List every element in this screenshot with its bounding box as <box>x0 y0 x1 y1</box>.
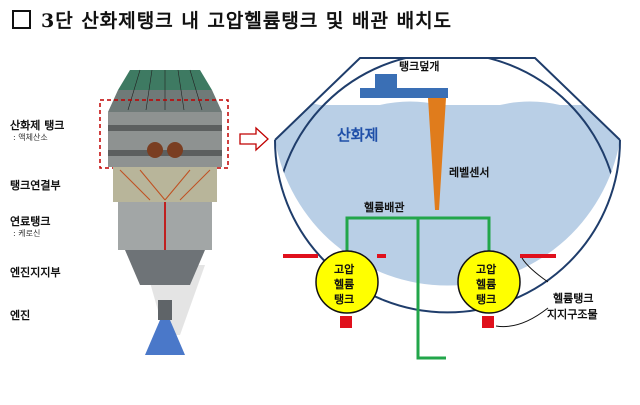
page-title: 3단 산화제탱크 내 고압헬륨탱크 및 배관 배치도 <box>12 6 452 33</box>
tank-component <box>147 142 163 158</box>
tank-lid-cap <box>375 74 397 90</box>
label-support-line1: 헬륨탱크 <box>553 291 593 305</box>
label-oxidizer-tank-sub: : 액체산소 <box>13 133 48 142</box>
support-foot-left <box>340 316 352 328</box>
helium-tank-left-line1: 고압 <box>334 263 354 276</box>
helium-pipe <box>345 216 491 360</box>
arrow-right-icon <box>239 126 269 152</box>
label-tank-connector: 탱크연결부 <box>10 179 61 192</box>
helium-tank-left-line3: 탱크 <box>334 292 354 306</box>
level-sensor <box>428 98 446 210</box>
label-tank-lid: 탱크덮개 <box>399 59 439 73</box>
checkbox-icon <box>12 10 31 29</box>
helium-tank-right-line1: 고압 <box>476 263 496 276</box>
label-oxidizer-tank: 산화제 탱크 <box>10 119 65 132</box>
oxidizer-tank-body <box>108 112 222 167</box>
tank-connector-section <box>113 167 217 202</box>
engine-nozzle <box>145 320 185 355</box>
label-fuel-tank-sub: : 케로신 <box>13 229 41 238</box>
tank-component <box>167 142 183 158</box>
top-ribs <box>127 69 203 111</box>
label-engine-support: 엔진지지부 <box>10 266 61 279</box>
helium-tank-left <box>315 250 379 314</box>
tank-lid <box>360 88 448 98</box>
label-fuel-tank: 연료탱크 <box>10 215 51 228</box>
title-text: 3단 산화제탱크 내 고압헬륨탱크 및 배관 배치도 <box>41 10 453 32</box>
tank-cone-outline <box>274 57 621 141</box>
helium-tank-right <box>457 250 521 314</box>
helium-tank-right-line2: 헬륨 <box>476 277 496 291</box>
support-foot-right <box>482 316 494 328</box>
callout-lines <box>495 257 549 328</box>
label-oxidizer: 산화제 <box>337 126 378 144</box>
label-helium-pipe: 헬륨배관 <box>364 200 404 214</box>
label-support-line2: 지지구조물 <box>547 307 598 321</box>
label-level-sensor: 레벨센서 <box>449 165 489 179</box>
label-engine: 엔진 <box>10 309 31 322</box>
helium-tank-right-line3: 탱크 <box>476 292 496 306</box>
helium-tank-left-line2: 헬륨 <box>334 277 354 291</box>
engine-support-section <box>125 250 205 285</box>
